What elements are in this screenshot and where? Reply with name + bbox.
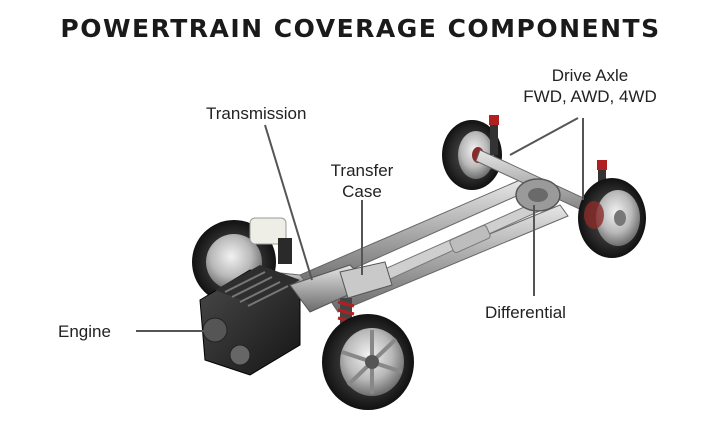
transfer-case-label-line2: Case [342, 182, 382, 201]
transfer-case-label: Transfer Case [322, 160, 402, 202]
drive-axle-label: Drive Axle FWD, AWD, 4WD [500, 65, 680, 107]
engine-label: Engine [58, 322, 111, 341]
rear-right-wheel [578, 178, 646, 258]
drive-axle-label-line1: Drive Axle [551, 66, 629, 85]
engine-block [199, 265, 301, 376]
callout-leader-lines [136, 117, 584, 332]
transmission-label: Transmission [206, 104, 307, 123]
diagram-title: POWERTRAIN COVERAGE COMPONENTS [60, 14, 661, 43]
drive-axle-label-line2: FWD, AWD, 4WD [523, 87, 657, 106]
front-right-wheel [322, 314, 414, 410]
differential-label: Differential [485, 303, 566, 322]
transmission-leader-line [264, 124, 313, 281]
coolant-reservoir [249, 217, 292, 264]
transfer-case-unit [339, 261, 393, 299]
drive-axle-leader-line-1 [509, 117, 579, 156]
transfer-case-label-line1: Transfer [330, 161, 394, 180]
rear-left-wheel [442, 120, 502, 190]
